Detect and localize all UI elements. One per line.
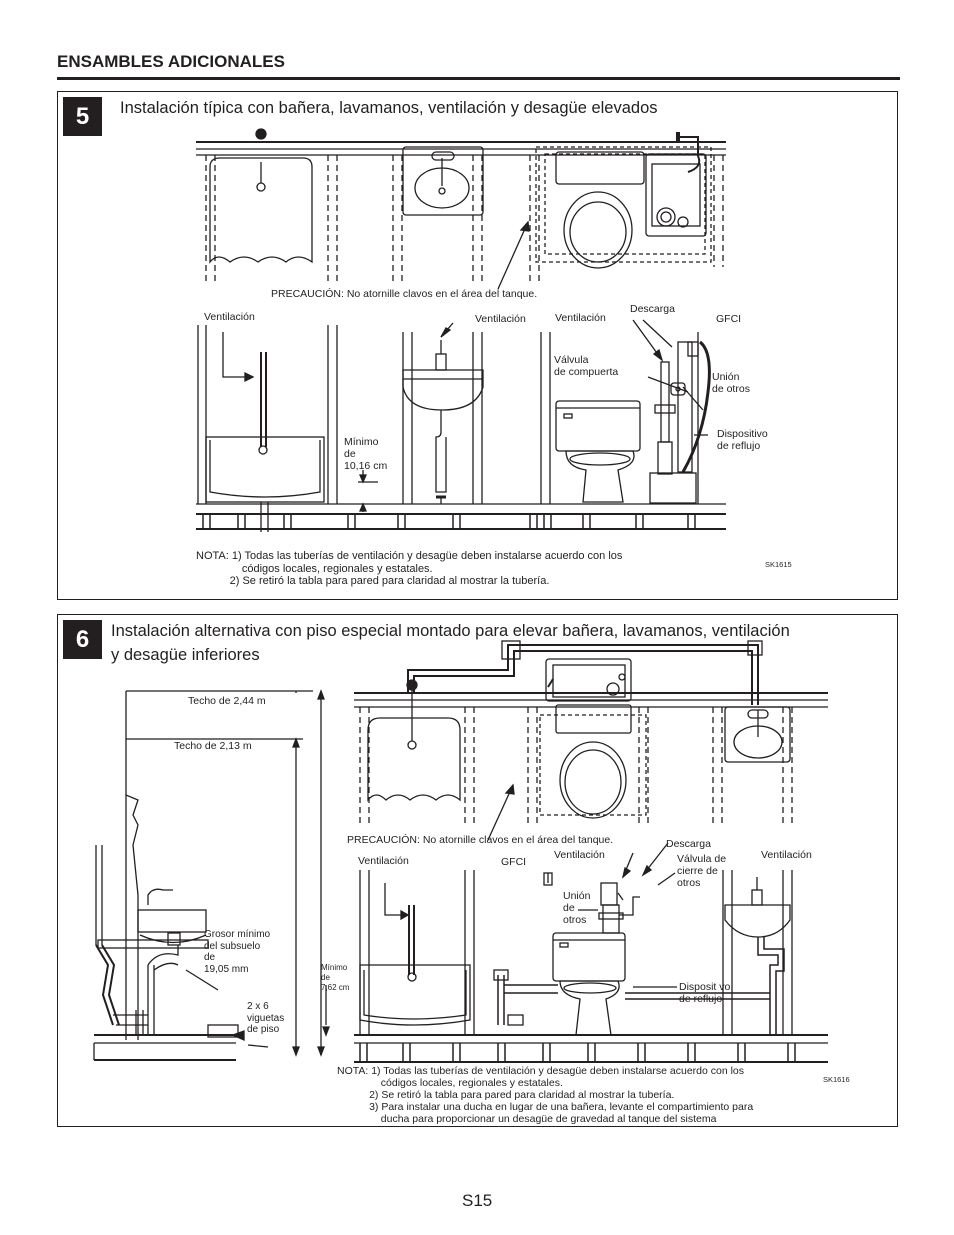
header-rule [57,77,900,80]
discharge-label: Descarga [630,303,675,315]
code-5: SK1615 [765,560,792,569]
shutoff-label: Válvula de cierre de otros [677,853,727,889]
panel-5-title: Instalación típica con bañera, lavamanos… [120,99,658,117]
panel-6: 6 Instalación alternativa con piso espec… [57,614,898,1127]
caution-label-6: PRECAUCIÓN: No atornille clavos en el ár… [347,834,614,846]
page-number: S15 [462,1191,493,1210]
joists-label: 2 x 6 viguetas de piso [247,1001,285,1035]
step-number-6: 6 [63,620,102,659]
section-header: ENSAMBLES ADICIONALES [57,52,285,71]
discharge-label-6: Descarga [666,838,711,850]
vent-label-6-2: Ventilación [554,849,605,861]
figure-5-diagram [196,128,726,532]
minimum-label-5: Mínimo de 10,16 cm [344,436,388,472]
backflow-label: Dispositivo de reflujo [717,428,768,452]
note-6: NOTA: 1) Todas las tuberías de ventilaci… [337,1065,754,1125]
figure-6-diagram [93,640,828,1063]
subfloor-label: Grosor mínimo del subsuelo de 19,05 mm [204,929,271,975]
vent-label-3: Ventilación [555,312,606,324]
step-number-5: 5 [63,97,102,136]
vent-label-6-3: Ventilación [761,849,812,861]
ceiling-label-2: Techo de 2,13 m [174,740,252,752]
gate-valve-label: Válvula de compuerta [554,354,619,378]
union-label: Unión de otros [712,371,750,395]
code-6: SK1616 [823,1075,850,1084]
gfci-label: GFCI [716,313,742,325]
minimum-label-6: Mínimo de 7,62 cm [321,963,350,992]
ceiling-label-1: Techo de 2,44 m [188,695,266,707]
note-5: NOTA: 1) Todas las tuberías de ventilaci… [196,550,623,587]
gfci-label-6: GFCI [501,856,527,868]
panel-5: 5 Instalación típica con bañera, lavaman… [57,91,898,600]
backflow-label-6: Disposit vo de reflujo [679,981,731,1005]
vent-label-2: Ventilación [475,313,526,325]
panel-6-title-line1: Instalación alternativa con piso especia… [111,622,790,640]
vent-label-6-1: Ventilación [358,855,409,867]
panel-6-title-line2: y desagüe inferiores [111,646,260,664]
caution-label-5: PRECAUCIÓN: No atornille clavos en el ár… [271,288,538,300]
union-label-6: Unión de otros [563,890,591,926]
vent-label-1: Ventilación [204,311,255,323]
